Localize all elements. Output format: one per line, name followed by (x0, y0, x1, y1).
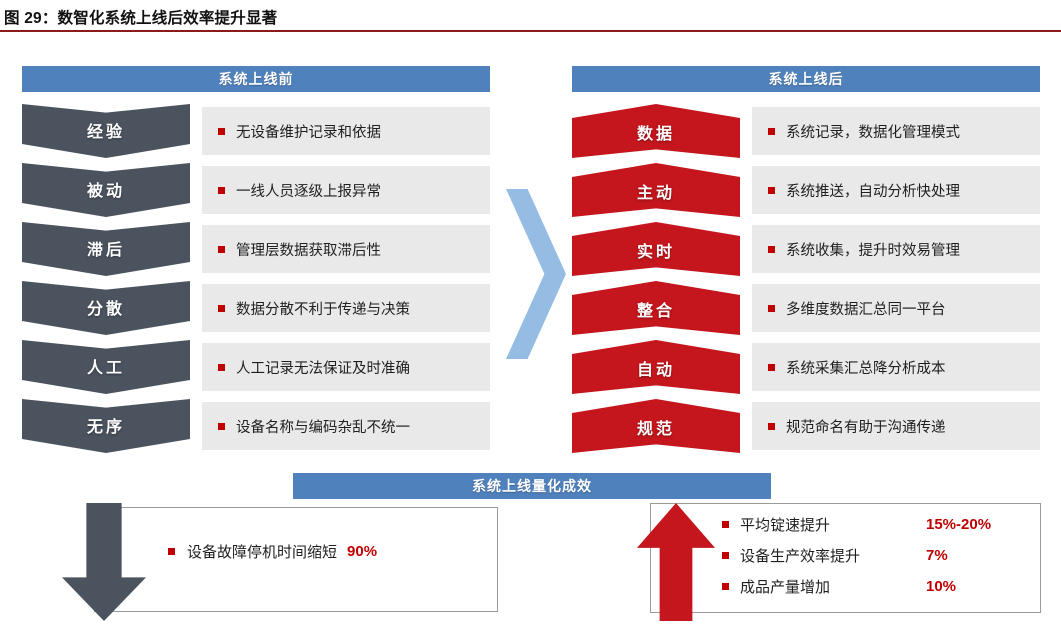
bullet-square-icon (722, 582, 729, 590)
bullet-square-icon (768, 245, 775, 253)
chevron-up-icon: 数据 (572, 104, 740, 158)
metric-value: 7% (926, 546, 948, 564)
list-item[interactable]: 无序 设备名称与编码杂乱不统一 (22, 399, 490, 453)
metric-item: 成品产量增加 10% (722, 573, 1032, 599)
row-label: 滞后 (86, 242, 125, 259)
result-box-right (650, 503, 1041, 613)
result-box-left (94, 507, 498, 612)
row-description: 系统推送，自动分析快处理 (752, 166, 1040, 214)
metric-item: 设备故障停机时间缩短 90% (168, 541, 377, 562)
chevron-down-icon: 滞后 (22, 222, 190, 276)
row-description-text: 无设备维护记录和依据 (236, 124, 381, 141)
row-description-text: 设备名称与编码杂乱不统一 (236, 419, 410, 436)
row-description: 人工记录无法保证及时准确 (202, 343, 490, 391)
row-label: 整合 (636, 302, 675, 320)
list-item[interactable]: 整合 多维度数据汇总同一平台 (572, 281, 1040, 335)
metric-item: 设备生产效率提升 7% (722, 542, 1032, 568)
metric-value: 10% (926, 577, 957, 595)
list-item[interactable]: 分散 数据分散不利于传递与决策 (22, 281, 490, 335)
row-description-text: 系统采集汇总降分析成本 (786, 360, 946, 377)
row-label: 数据 (636, 125, 675, 143)
metric-value: 90% (347, 543, 378, 560)
list-item[interactable]: 自动 系统采集汇总降分析成本 (572, 340, 1040, 394)
section-header-results: 系统上线量化成效 (293, 473, 771, 499)
row-description-text: 多维度数据汇总同一平台 (786, 301, 946, 318)
row-label: 主动 (636, 184, 675, 202)
page-title: 图 29：数智化系统上线后效率提升显著 (4, 10, 278, 27)
row-description: 多维度数据汇总同一平台 (752, 284, 1040, 332)
chevron-up-icon: 实时 (572, 222, 740, 276)
row-label: 规范 (636, 420, 675, 438)
row-label: 人工 (86, 360, 125, 377)
bullet-square-icon (768, 186, 775, 194)
section-header-before: 系统上线前 (22, 66, 490, 92)
metric-label: 平均锭速提升 (740, 516, 831, 534)
chevron-up-icon: 主动 (572, 163, 740, 217)
list-item[interactable]: 经验 无设备维护记录和依据 (22, 104, 490, 158)
list-item[interactable]: 实时 系统收集，提升时效易管理 (572, 222, 1040, 276)
chevron-down-icon: 人工 (22, 340, 190, 394)
row-description-text: 系统记录，数据化管理模式 (786, 124, 960, 141)
row-description-text: 规范命名有助于沟通传递 (786, 419, 946, 436)
row-label: 被动 (86, 183, 125, 200)
bullet-square-icon (218, 304, 225, 312)
row-description: 系统收集，提升时效易管理 (752, 225, 1040, 273)
metric-label: 设备故障停机时间缩短 (187, 544, 338, 561)
list-item[interactable]: 被动 一线人员逐级上报异常 (22, 163, 490, 217)
section-header-after: 系统上线后 (572, 66, 1040, 92)
metric-label: 设备生产效率提升 (740, 547, 861, 565)
metric-label: 成品产量增加 (740, 578, 831, 596)
bullet-square-icon (722, 551, 729, 559)
row-description: 系统记录，数据化管理模式 (752, 107, 1040, 155)
row-description-text: 数据分散不利于传递与决策 (236, 301, 410, 318)
row-label: 自动 (636, 361, 675, 379)
row-description: 设备名称与编码杂乱不统一 (202, 402, 490, 450)
row-description: 规范命名有助于沟通传递 (752, 402, 1040, 450)
metric-value: 15%-20% (926, 515, 992, 533)
row-description-text: 系统推送，自动分析快处理 (786, 183, 960, 200)
bullet-square-icon (768, 363, 775, 371)
chevron-down-icon: 分散 (22, 281, 190, 335)
chevron-down-icon: 无序 (22, 399, 190, 453)
bullet-square-icon (218, 245, 225, 253)
bullet-square-icon (218, 363, 225, 371)
row-description: 一线人员逐级上报异常 (202, 166, 490, 214)
row-label: 经验 (86, 124, 125, 141)
bullet-square-icon (218, 127, 225, 135)
row-description: 数据分散不利于传递与决策 (202, 284, 490, 332)
title-divider (0, 30, 1061, 32)
metric-list: 平均锭速提升 15%-20% 设备生产效率提升 7% 成品产量增加 10% (722, 511, 1032, 604)
row-description-text: 一线人员逐级上报异常 (236, 183, 381, 200)
row-description-text: 管理层数据获取滞后性 (236, 242, 381, 259)
list-item[interactable]: 数据 系统记录，数据化管理模式 (572, 104, 1040, 158)
chevron-up-icon: 整合 (572, 281, 740, 335)
bullet-square-icon (768, 304, 775, 312)
chevron-up-icon: 自动 (572, 340, 740, 394)
list-item[interactable]: 人工 人工记录无法保证及时准确 (22, 340, 490, 394)
column-after: 数据 系统记录，数据化管理模式 主动 系统推送，自动分析快处理 实时 系统收集，… (572, 104, 1040, 458)
chevron-up-icon: 规范 (572, 399, 740, 453)
chevron-right-icon (506, 189, 566, 359)
row-description: 管理层数据获取滞后性 (202, 225, 490, 273)
metric-item: 平均锭速提升 15%-20% (722, 511, 1032, 537)
bullet-square-icon (168, 548, 175, 555)
chevron-down-icon: 被动 (22, 163, 190, 217)
bullet-square-icon (218, 422, 225, 430)
row-description-text: 系统收集，提升时效易管理 (786, 242, 960, 259)
bullet-square-icon (768, 422, 775, 430)
column-before: 经验 无设备维护记录和依据 被动 一线人员逐级上报异常 滞后 管理层数据获取滞后… (22, 104, 490, 458)
bullet-square-icon (218, 186, 225, 194)
list-item[interactable]: 规范 规范命名有助于沟通传递 (572, 399, 1040, 453)
list-item[interactable]: 主动 系统推送，自动分析快处理 (572, 163, 1040, 217)
row-description-text: 人工记录无法保证及时准确 (236, 360, 410, 377)
bullet-square-icon (722, 520, 729, 528)
row-label: 无序 (86, 419, 125, 436)
row-description: 无设备维护记录和依据 (202, 107, 490, 155)
list-item[interactable]: 滞后 管理层数据获取滞后性 (22, 222, 490, 276)
bullet-square-icon (768, 127, 775, 135)
chevron-down-icon: 经验 (22, 104, 190, 158)
row-label: 实时 (636, 243, 675, 261)
row-description: 系统采集汇总降分析成本 (752, 343, 1040, 391)
row-label: 分散 (86, 301, 125, 318)
